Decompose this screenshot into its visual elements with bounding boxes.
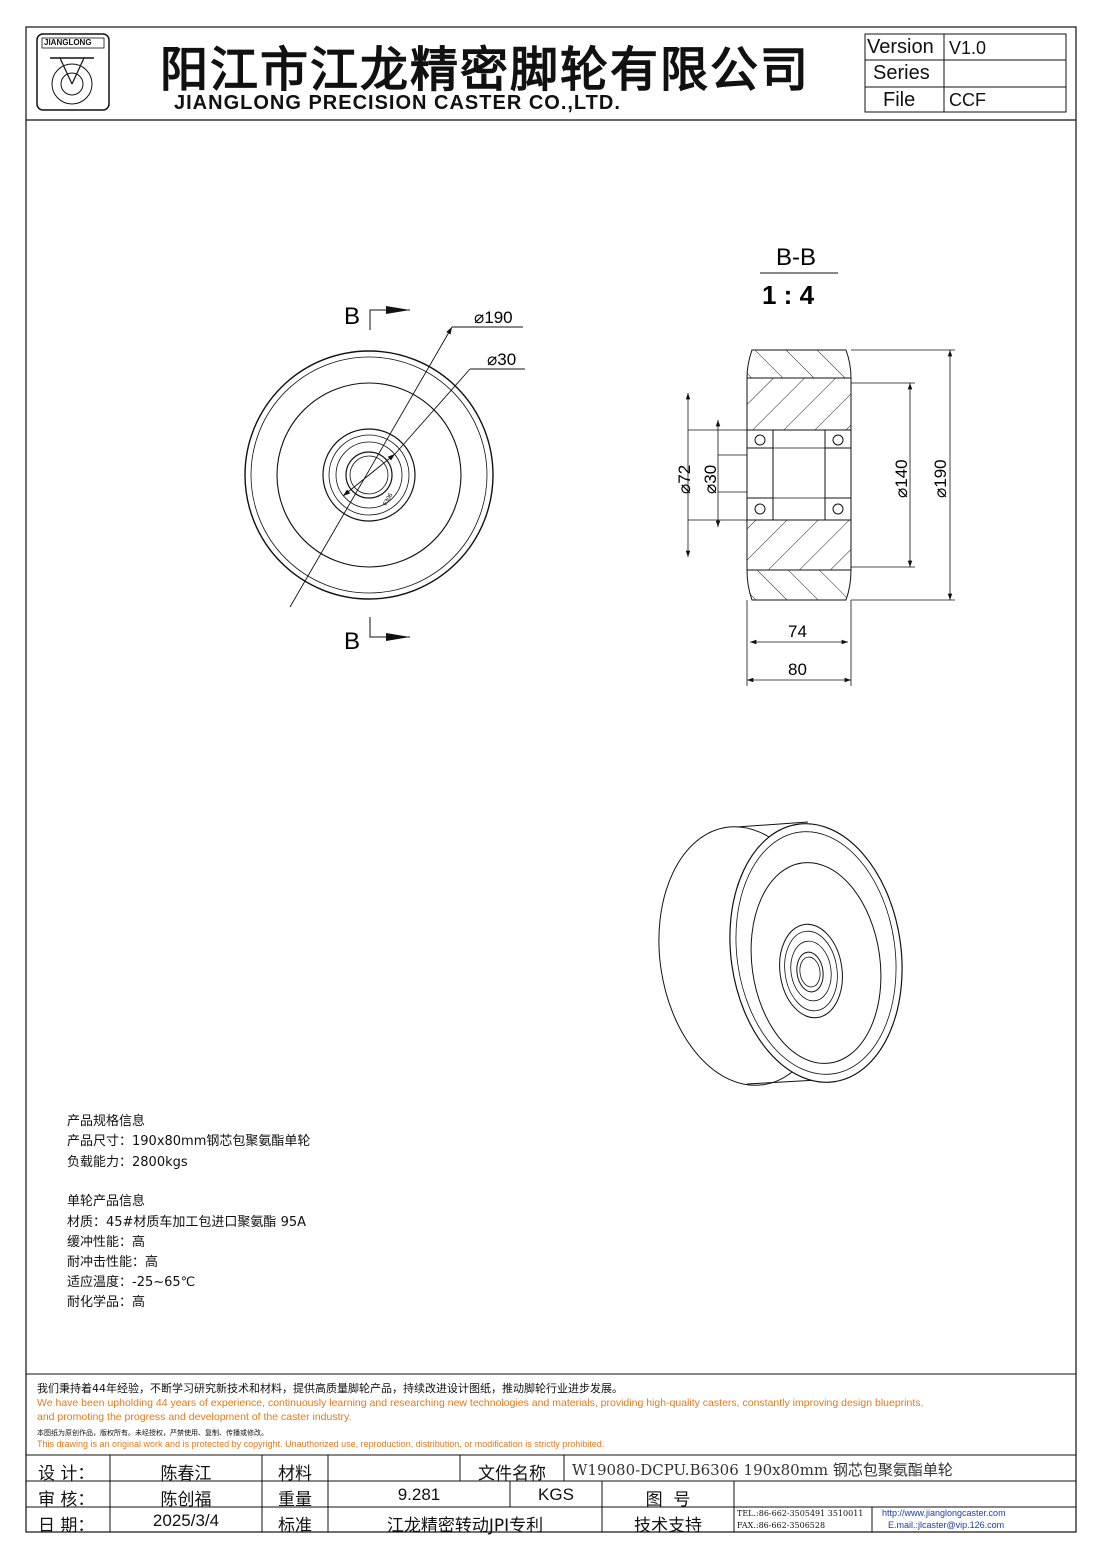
version-table	[864, 33, 1067, 113]
date-label: 日 期：	[38, 1516, 95, 1536]
dim-outer-front: ⌀190	[474, 308, 513, 327]
section-dimensions	[685, 349, 955, 686]
material-label: 材料	[278, 1464, 312, 1484]
fax-number: FAX.:86-662-3506528	[737, 1521, 826, 1530]
dim-bearing-od: ⌀72	[675, 465, 694, 494]
company-name-en: JIANGLONG PRECISION CASTER CO.,LTD.	[174, 92, 621, 114]
dim-bore-front: ⌀30	[487, 350, 516, 369]
bearing-ring	[328, 434, 410, 516]
spec-chemical: 耐化学品：高	[67, 1295, 146, 1310]
email-link[interactable]: E.mail.:jlcaster@vip.126.com	[888, 1520, 1005, 1530]
statement-en-line2: and promoting the progress and developme…	[37, 1411, 352, 1423]
dim-hub: ⌀140	[892, 459, 911, 498]
bearing-outer	[322, 428, 416, 522]
bearing-inner-ring	[335, 441, 403, 509]
series-label: Series	[873, 62, 930, 84]
copyright-en: This drawing is an original work and is …	[37, 1439, 605, 1449]
iso-bore	[796, 951, 824, 993]
front-view	[244, 306, 525, 641]
title-block-grid	[25, 1454, 1077, 1533]
filename-value: W19080-DCPU.B6306 190x80mm 钢芯包聚氨酯单轮	[572, 1461, 953, 1479]
design-label: 设 计：	[38, 1464, 95, 1484]
dim-outer-section: ⌀190	[931, 459, 950, 498]
spec-size: 产品尺寸：190x80mm钢芯包聚氨酯单轮	[67, 1134, 311, 1149]
dim-width-outer: 80	[788, 660, 807, 679]
reviewer-name: 陈创福	[160, 1490, 212, 1510]
hub-outer	[276, 382, 462, 568]
weight-value: 9.281	[397, 1485, 441, 1504]
section-mark-bottom: B	[344, 628, 360, 655]
spec-impact: 耐冲击性能：高	[67, 1255, 159, 1270]
spec-load: 负载能力：2800kgs	[67, 1155, 188, 1170]
iso-bearing	[779, 923, 843, 1019]
sheet-border	[25, 26, 1077, 1533]
spec-cushion: 缓冲性能：高	[67, 1235, 146, 1250]
file-value: CCF	[949, 90, 986, 110]
dim-width-inner: 74	[788, 622, 807, 641]
version-label: Version	[867, 36, 934, 58]
tread-inner	[250, 356, 488, 594]
section-view	[746, 349, 852, 601]
iso-tread	[729, 823, 903, 1083]
review-label: 审 核：	[38, 1490, 95, 1510]
hub-mark: 6306	[383, 492, 395, 507]
designer-name: 陈春江	[160, 1464, 212, 1484]
company-name-cn: 阳江市江龙精密脚轮有限公司	[160, 42, 811, 98]
company-logo	[36, 33, 110, 111]
spec-temperature: 适应温度：-25~65℃	[67, 1275, 196, 1290]
filename-label: 文件名称	[478, 1464, 546, 1484]
drawing-no-label: 图 号	[645, 1490, 691, 1510]
spec-heading-wheel: 单轮产品信息	[67, 1194, 146, 1209]
tel-number: TEL.:86-662-3505491 3510011	[737, 1509, 864, 1518]
file-label: File	[883, 89, 916, 111]
version-value: V1.0	[949, 38, 987, 58]
section-scale: 1 : 4	[762, 280, 815, 310]
dim-bore-section: ⌀30	[701, 465, 720, 494]
standard-value: 江龙精密转动JPI专利	[386, 1516, 544, 1536]
support-label: 技术支持	[634, 1516, 702, 1536]
iso-hub	[750, 862, 882, 1064]
spec-material: 材质：45#材质车加工包进口聚氨酯 95A	[67, 1215, 307, 1230]
weight-unit: KGS	[538, 1485, 574, 1504]
copyright-cn: 本图纸为原创作品，版权所有。未经授权，严禁使用、复制、传播或修改。	[37, 1429, 268, 1437]
tread-outer	[244, 350, 494, 600]
spec-heading-product: 产品规格信息	[67, 1114, 146, 1129]
section-title: B-B	[776, 244, 816, 271]
standard-label: 标准	[278, 1516, 312, 1536]
statement-en-line1: We have been upholding 44 years of exper…	[37, 1397, 924, 1409]
section-mark-top: B	[344, 303, 360, 330]
website-link[interactable]: http://www.jianglongcaster.com	[882, 1508, 1006, 1518]
weight-label: 重量	[278, 1490, 312, 1510]
isometric-view	[658, 821, 903, 1086]
logo-text: JIANGLONG	[44, 38, 92, 47]
statement-cn: 我们秉持着44年经验，不断学习研究新技术和材料，提供高质量脚轮产品，持续改进设计…	[37, 1382, 623, 1395]
date-value: 2025/3/4	[152, 1511, 220, 1530]
